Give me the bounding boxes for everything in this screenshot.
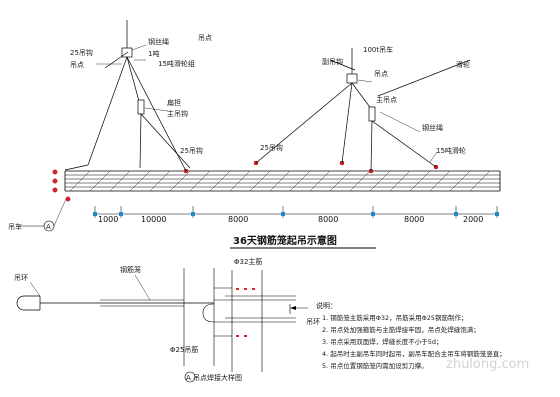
detail-label-hook: 吊环 <box>14 274 28 282</box>
leader-lines <box>96 44 438 163</box>
right-label-main-lift: 主吊点 <box>376 95 397 104</box>
left-label-pulley: 15吨滑轮组 <box>158 59 195 68</box>
right-label-wire: 钢丝绳 <box>422 123 443 132</box>
left-crane-rigging <box>64 20 191 172</box>
detail-label-main-bar: Φ32主筋 <box>234 257 262 266</box>
watermark: zhulong.com <box>446 357 529 372</box>
left-label-hook: 25吊钩 <box>70 48 93 57</box>
detail-cage <box>100 268 296 372</box>
note-line-5: 5. 吊点位置钢筋笼内需加设剪刀撑。 <box>322 361 428 370</box>
left-label-spreader: 扁担 <box>167 98 181 107</box>
dim-10000: 10000 <box>141 215 166 224</box>
dim-8000-a: 8000 <box>228 215 248 224</box>
right-label-15t: 15吨滑轮 <box>436 146 466 155</box>
crane-anchor-icon: A <box>18 198 67 232</box>
dim-8000-c: 8000 <box>404 215 424 224</box>
right-label-100t: 100t吊车 <box>363 45 393 54</box>
detail-label-lift-bar: Φ25吊筋 <box>170 345 198 354</box>
detail-callout-icon <box>184 371 196 383</box>
left-label-1t: 1吨 <box>148 49 159 58</box>
dim-2000: 2000 <box>463 215 483 224</box>
notes-title: 说明： <box>316 301 337 310</box>
left-label-wire: 钢丝绳 <box>148 37 169 46</box>
right-label-aux-hook: 副吊钩 <box>322 57 343 66</box>
dim-8000-b: 8000 <box>318 215 338 224</box>
note-line-2: 2. 吊点处加强箍筋与主筋焊接牢固，吊点处焊缝饱满； <box>322 325 480 334</box>
note-line-1: 1. 钢筋笼主筋采用Φ32，吊筋采用Φ25钢筋制作； <box>322 313 468 322</box>
detail-caption: A 吊点焊接大样图 <box>186 373 242 382</box>
dim-1000: 1000 <box>98 215 118 224</box>
main-title: 36天钢筋笼起吊示意图 <box>233 234 337 247</box>
detail-label-cage: 钢筋笼 <box>120 265 141 274</box>
detail-weld-dots <box>236 288 255 337</box>
right-label-pulley: 滑轮 <box>456 60 470 69</box>
detail-label-ring: 吊环 <box>306 318 320 326</box>
left-label-main-hook: 主吊钩 <box>167 109 188 118</box>
svg-text:A: A <box>46 223 51 231</box>
right-label-lift: 吊点 <box>374 70 388 78</box>
cage-body <box>64 170 501 192</box>
center-label-hook-1: 25吊钩 <box>180 146 203 155</box>
center-label-hook-2: 25吊钩 <box>260 143 283 152</box>
lift-point-markers <box>52 160 439 202</box>
dimension-ticks <box>93 212 499 216</box>
crane-label: 吊车 <box>8 222 22 231</box>
left-label-lift-1: 吊点 <box>70 61 84 69</box>
note-line-3: 3. 吊点采用双面焊，焊缝长度不小于5d； <box>322 337 443 346</box>
right-crane-rigging <box>255 48 471 172</box>
detail-arrowhead <box>290 306 296 310</box>
detail-hook <box>16 295 214 311</box>
note-line-4: 4. 起吊时主副吊车同时起吊，副吊车配合主吊车将钢筋笼竖直； <box>322 349 506 358</box>
left-label-crane: 吊点 <box>198 34 212 42</box>
